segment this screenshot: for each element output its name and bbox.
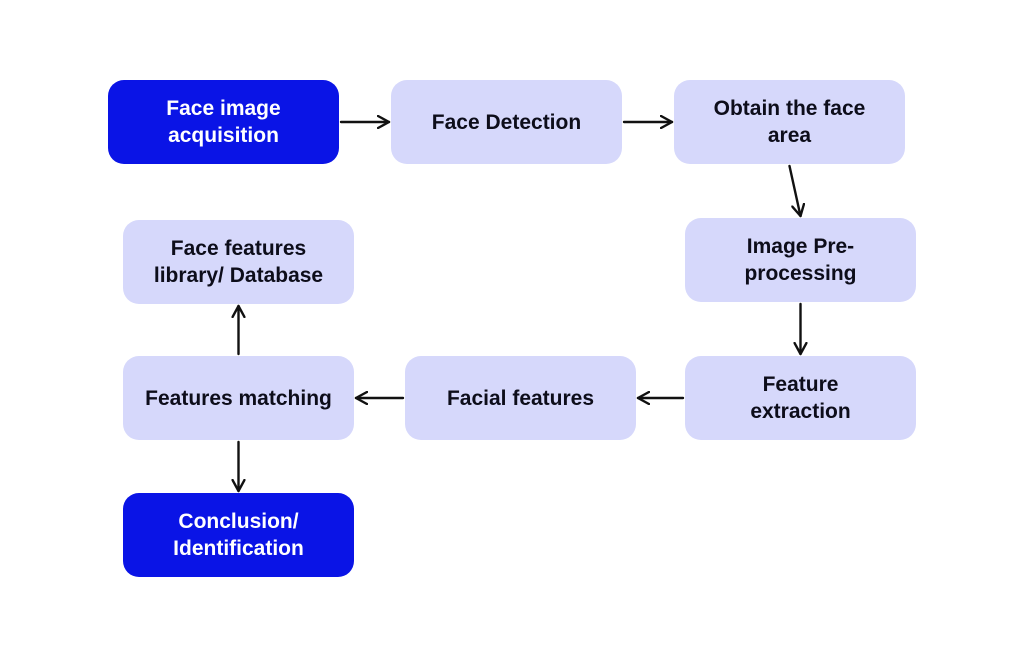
node-label: Feature extraction [750, 373, 851, 423]
node-face-image-acquisition: Face image acquisition [108, 80, 339, 164]
node-label: Features matching [145, 386, 332, 410]
node-label: Face Detection [431, 110, 582, 134]
node-label: Facial features [446, 386, 595, 410]
node-image-preprocessing: Image Pre- processing [685, 218, 916, 302]
node-face-features-library: Face features library/ Database [123, 220, 354, 304]
node-label: Face image acquisition [166, 97, 281, 147]
node-label: Obtain the face area [713, 97, 866, 147]
node-conclusion-identification: Conclusion/ Identification [123, 493, 354, 577]
node-face-detection: Face Detection [391, 80, 622, 164]
node-label: Image Pre- processing [744, 235, 857, 285]
node-facial-features: Facial features [405, 356, 636, 440]
node-features-matching: Features matching [123, 356, 354, 440]
arrow-face_area-to-preprocessing [788, 164, 801, 218]
node-obtain-face-area: Obtain the face area [674, 80, 905, 164]
node-label: Face features library/ Database [153, 237, 324, 287]
node-feature-extraction: Feature extraction [685, 356, 916, 440]
node-label: Conclusion/ Identification [173, 510, 304, 560]
